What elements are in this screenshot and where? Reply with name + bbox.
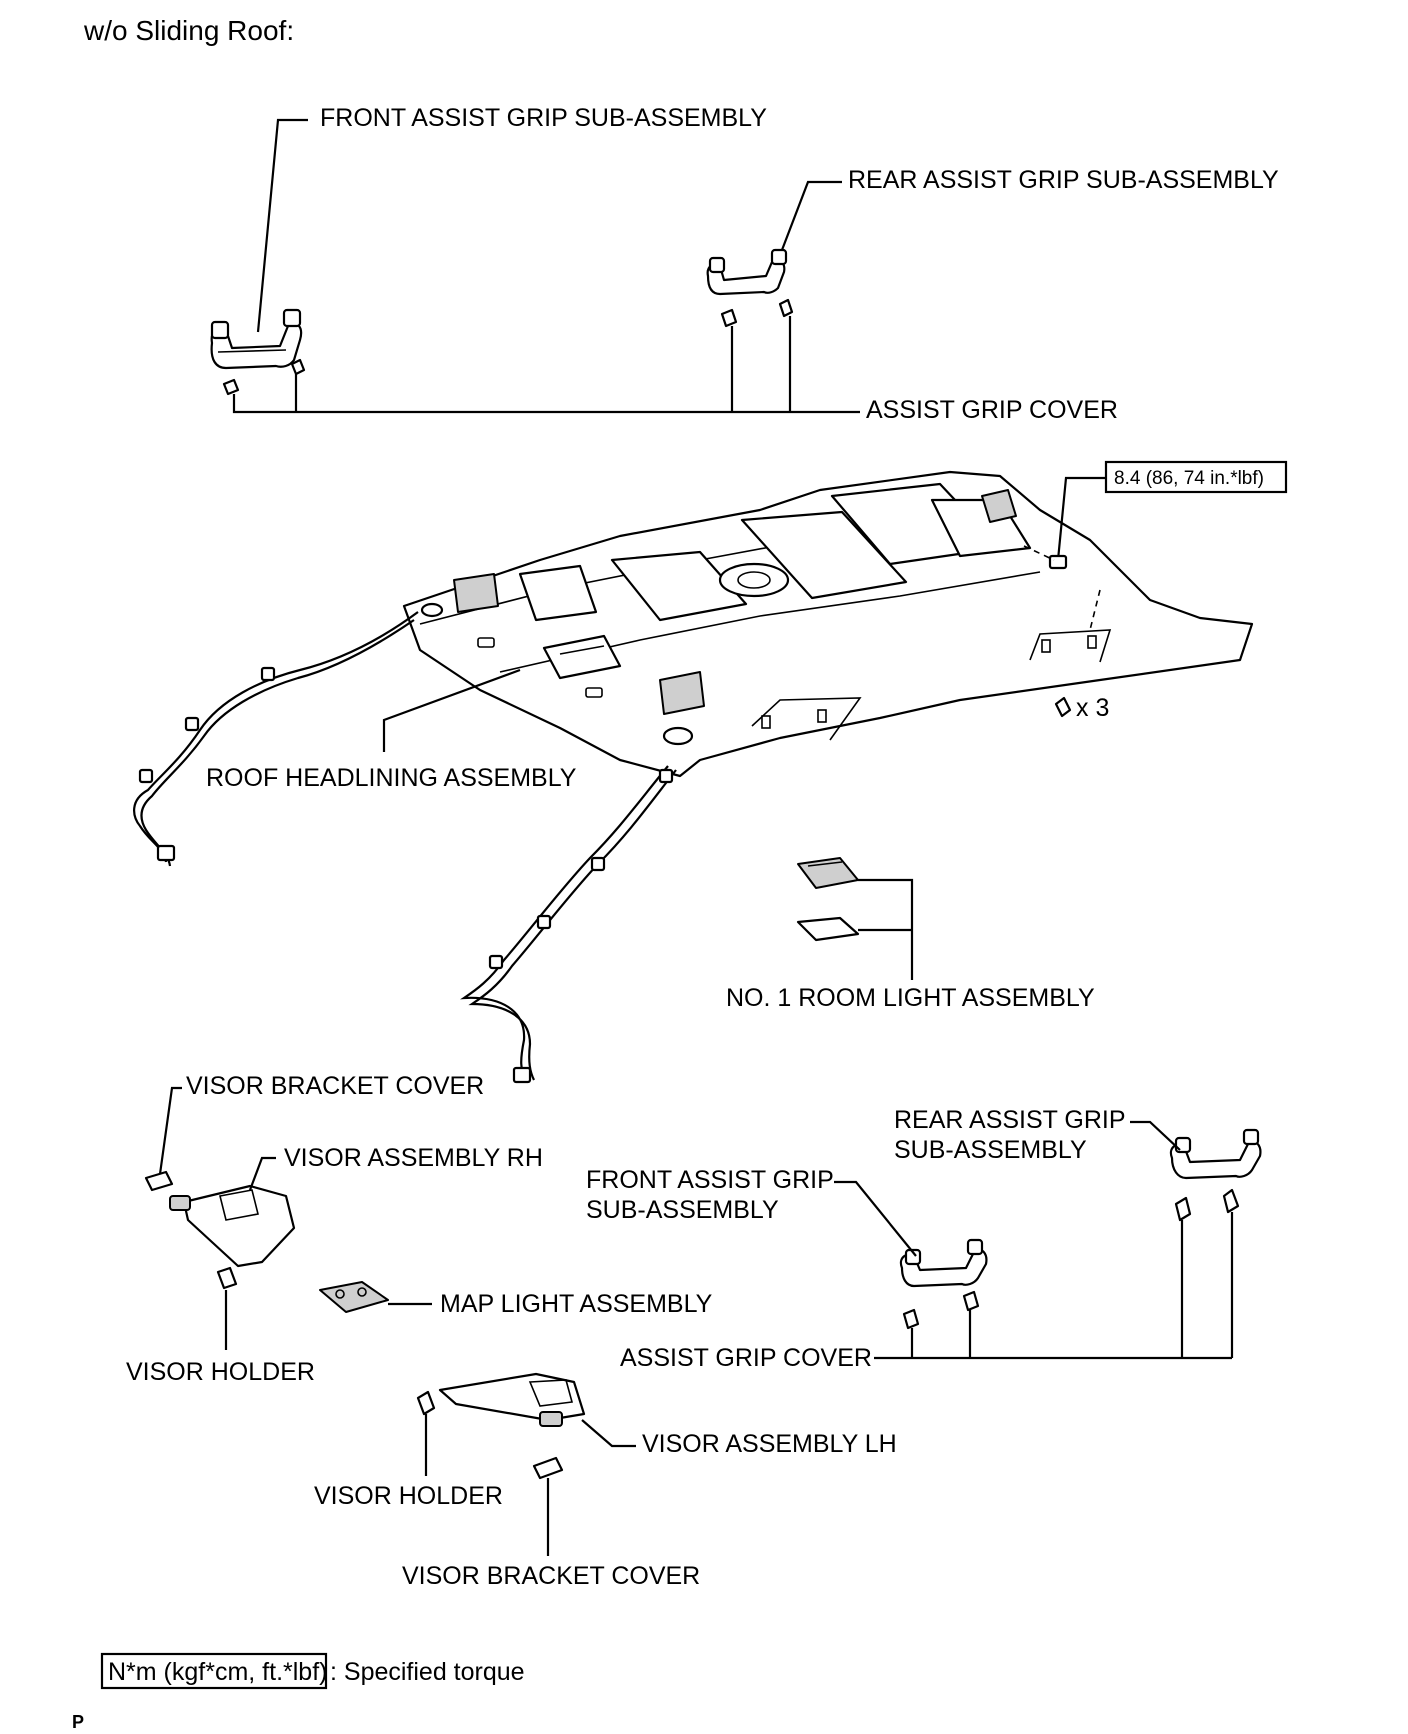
room-light-housing-part bbox=[797, 857, 859, 889]
rear-assist-grip-bottom-part bbox=[1169, 1128, 1262, 1180]
clip-icon bbox=[1054, 696, 1072, 718]
label-map-light: MAP LIGHT ASSEMBLY bbox=[440, 1290, 713, 1318]
assist-grip-cover-top-right bbox=[720, 298, 794, 328]
label-visor-holder-left: VISOR HOLDER bbox=[126, 1358, 315, 1386]
label-roof-headlining: ROOF HEADLINING ASSEMBLY bbox=[206, 764, 577, 792]
label-room-light: NO. 1 ROOM LIGHT ASSEMBLY bbox=[726, 984, 1095, 1012]
label-front-grip-bottom-line1: FRONT ASSIST GRIP bbox=[586, 1166, 834, 1194]
label-rear-grip-bottom-line1: REAR ASSIST GRIP bbox=[894, 1106, 1126, 1134]
page-mark: P bbox=[72, 1712, 84, 1732]
label-visor-lh: VISOR ASSEMBLY LH bbox=[642, 1430, 897, 1458]
visor-holder-lh-part bbox=[416, 1390, 436, 1416]
map-light-part bbox=[319, 1281, 389, 1313]
rear-assist-grip-top-part bbox=[706, 248, 788, 296]
label-rear-assist-grip-top: REAR ASSIST GRIP SUB-ASSEMBLY bbox=[848, 166, 1279, 194]
front-assist-grip-top-part bbox=[210, 308, 303, 370]
label-assist-grip-cover-top: ASSIST GRIP COVER bbox=[866, 396, 1118, 424]
bolt-icon bbox=[1048, 554, 1068, 570]
label-assist-grip-cover-bottom: ASSIST GRIP COVER bbox=[620, 1344, 872, 1372]
label-visor-bracket-cover-bottom: VISOR BRACKET COVER bbox=[402, 1562, 700, 1590]
label-visor-bracket-cover-top: VISOR BRACKET COVER bbox=[186, 1072, 484, 1100]
torque-specification: 8.4 (86, 74 in.*lbf) bbox=[1104, 460, 1288, 494]
legend-unit-box: N*m (kgf*cm, ft.*lbf) bbox=[108, 1658, 327, 1686]
visor-lh-part bbox=[438, 1372, 586, 1427]
room-light-lens-part bbox=[796, 916, 860, 942]
front-assist-grip-bottom-part bbox=[899, 1238, 988, 1288]
visor-rh-part bbox=[169, 1184, 296, 1268]
diagram-title: w/o Sliding Roof: bbox=[83, 15, 294, 46]
clip-count-label: x 3 bbox=[1076, 694, 1109, 722]
visor-holder-rh-part bbox=[216, 1266, 238, 1290]
torque-legend: N*m (kgf*cm, ft.*lbf) : Specified torque bbox=[100, 1652, 525, 1690]
visor-bracket-cover-rh-part bbox=[144, 1170, 174, 1192]
legend-description: : Specified torque bbox=[330, 1658, 525, 1686]
curtain-airbag-wire-left bbox=[133, 611, 419, 867]
label-front-grip-bottom-line2: SUB-ASSEMBLY bbox=[586, 1196, 779, 1224]
label-rear-grip-bottom-line2: SUB-ASSEMBLY bbox=[894, 1136, 1087, 1164]
label-front-assist-grip-top: FRONT ASSIST GRIP SUB-ASSEMBLY bbox=[320, 104, 767, 132]
assist-grip-cover-top-left bbox=[222, 358, 306, 396]
visor-bracket-cover-lh-part bbox=[532, 1456, 564, 1480]
roof-headlining-part bbox=[402, 470, 1254, 778]
label-visor-holder-center: VISOR HOLDER bbox=[314, 1482, 503, 1510]
label-visor-rh: VISOR ASSEMBLY RH bbox=[284, 1144, 543, 1172]
torque-value-label: 8.4 (86, 74 in.*lbf) bbox=[1114, 468, 1264, 489]
curtain-airbag-wire-right bbox=[460, 765, 677, 1084]
assist-grip-cover-bottom-parts bbox=[902, 1188, 1240, 1330]
